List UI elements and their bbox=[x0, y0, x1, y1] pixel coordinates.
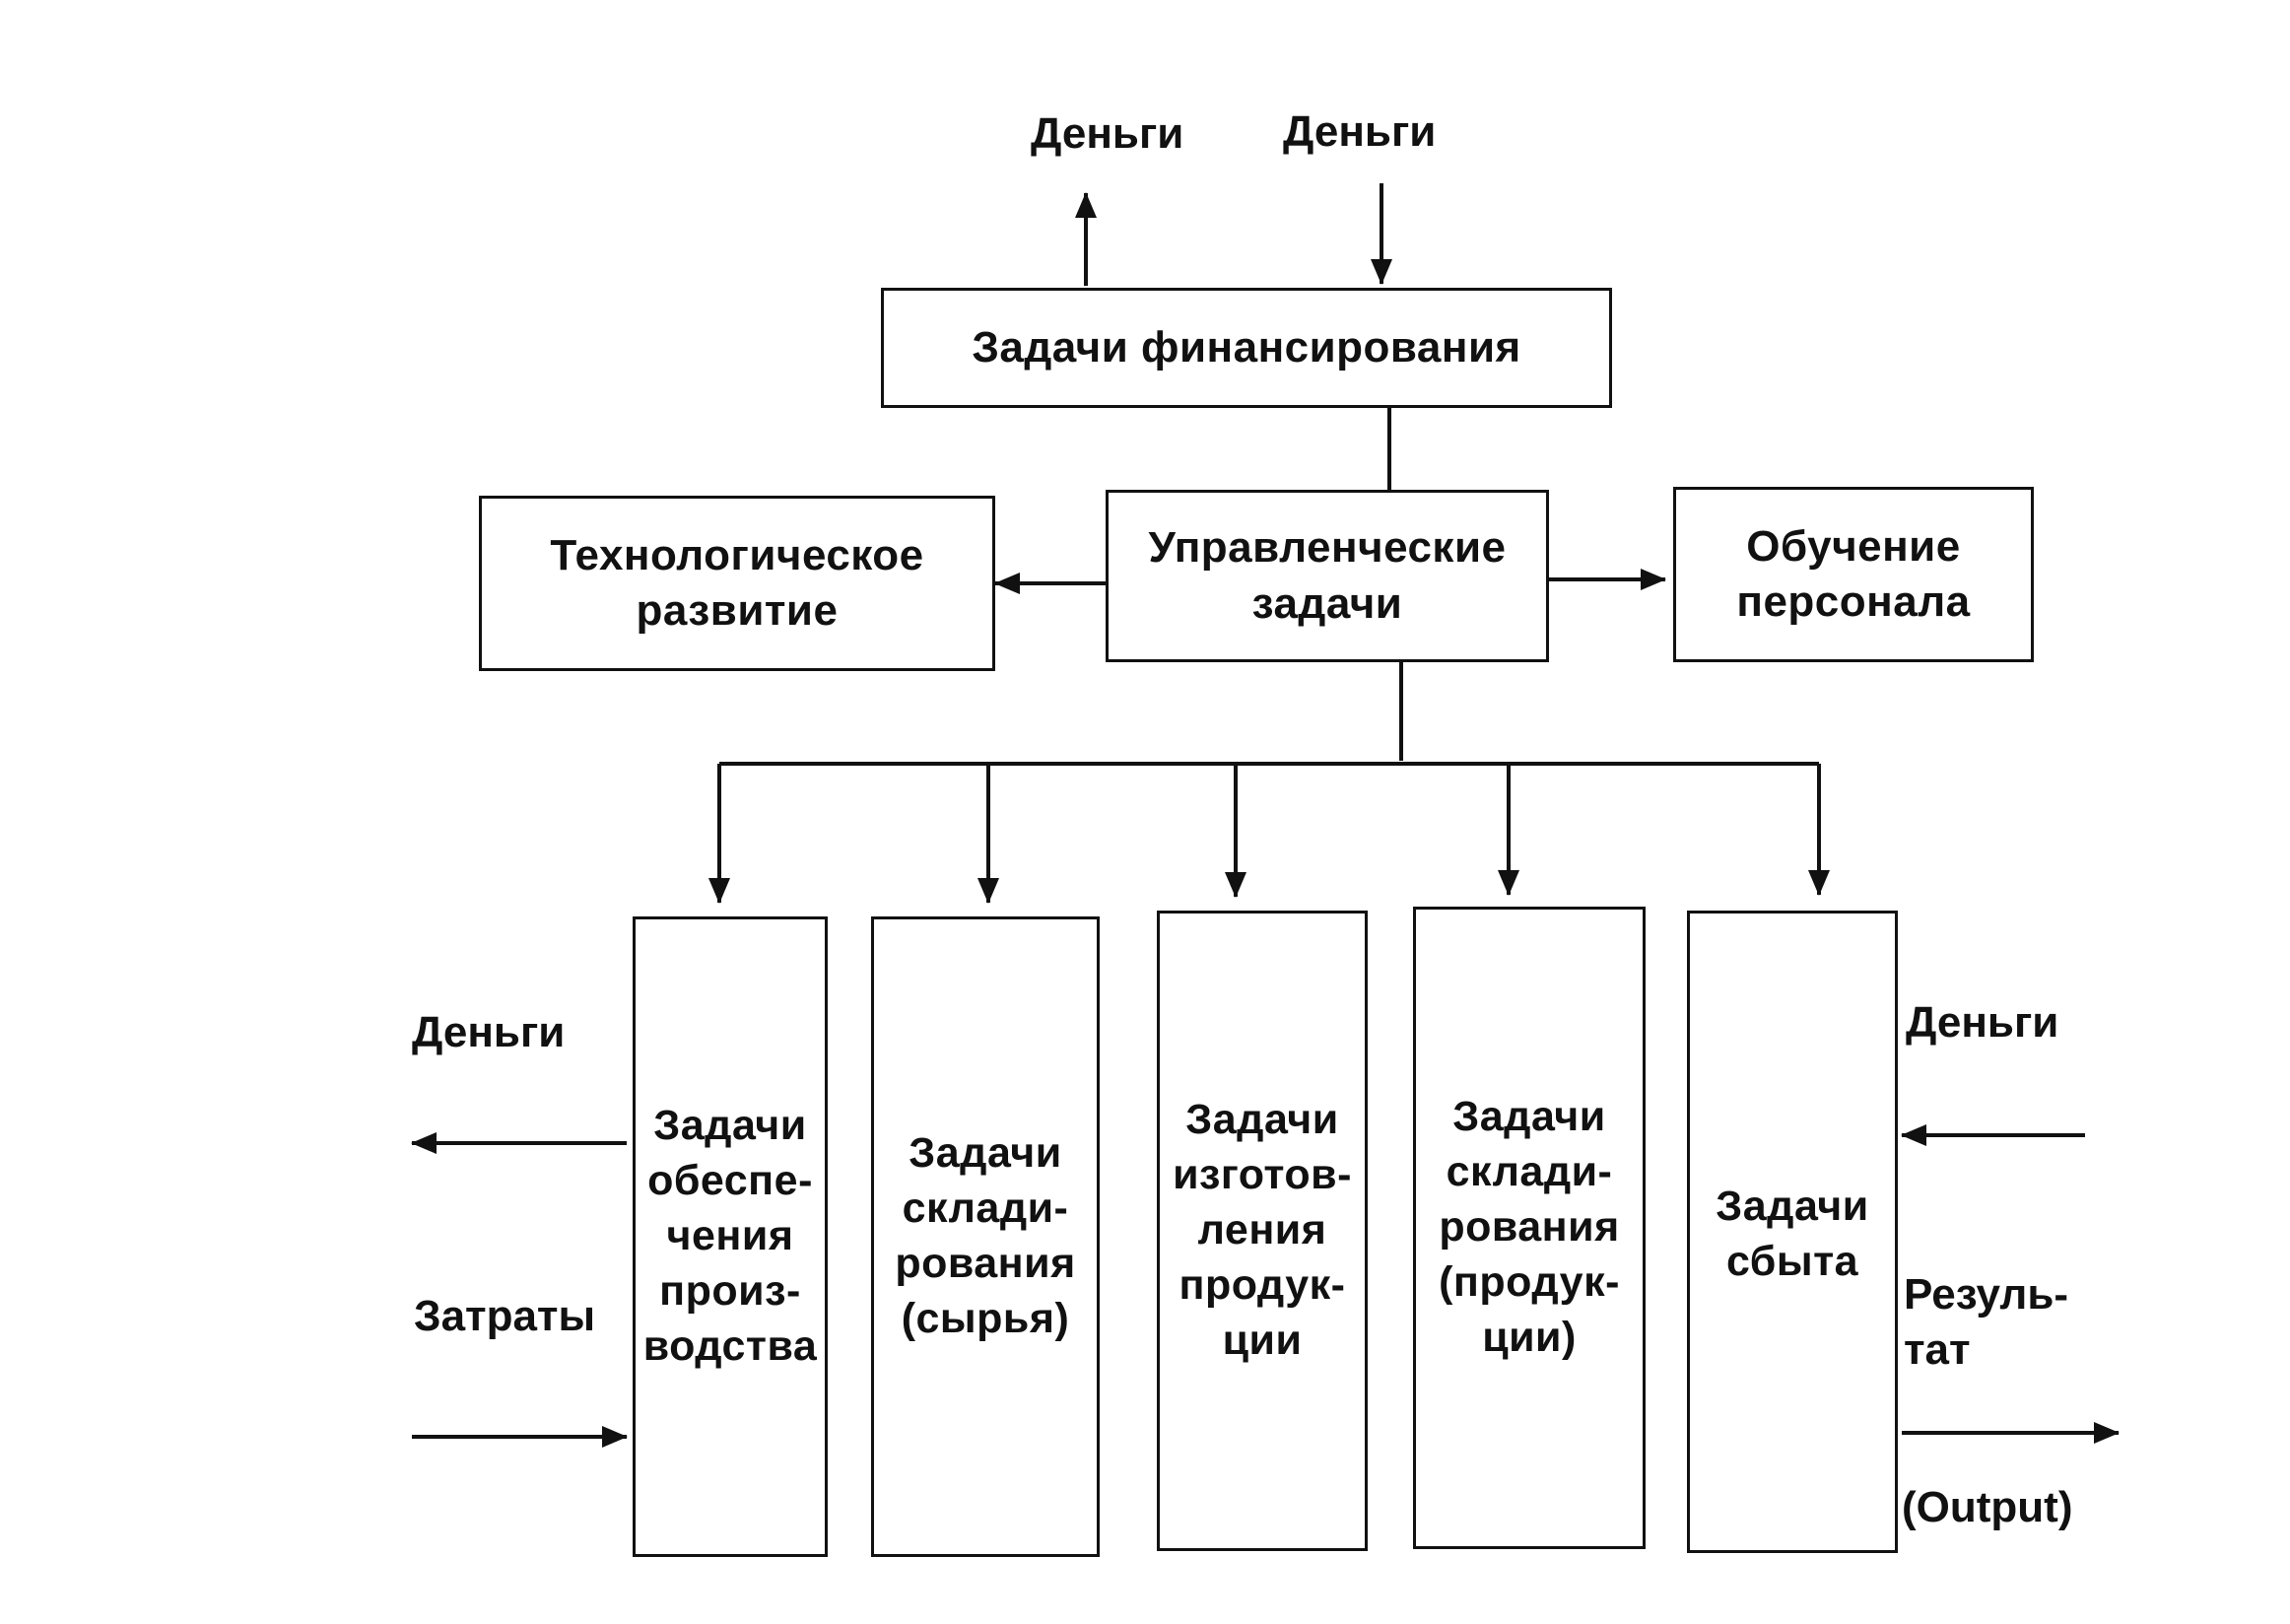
label-left-costs: Затраты bbox=[414, 1292, 596, 1340]
label-money-in: Деньги bbox=[1283, 107, 1437, 156]
box-training-label: Обучение персонала bbox=[1736, 521, 1971, 626]
label-left-money: Деньги bbox=[412, 1008, 566, 1056]
box-financing-label: Задачи финансирования bbox=[972, 322, 1521, 372]
box-product-storage: Задачи склади- рования (продук- ции) bbox=[1413, 907, 1646, 1549]
box-sales: Задачи сбыта bbox=[1687, 911, 1898, 1553]
label-right-money: Деньги bbox=[1906, 998, 2059, 1047]
box-tech-label: Технологическое развитие bbox=[550, 530, 924, 635]
col-4-label: Задачи склади- рования (продук- ции) bbox=[1439, 1093, 1620, 1361]
col-2-label: Задачи склади- рования (сырья) bbox=[895, 1129, 1076, 1342]
box-production-supply: Задачи обеспе- чения произ- водства bbox=[633, 916, 828, 1557]
col-5-label: Задачи сбыта bbox=[1716, 1183, 1869, 1285]
box-raw-storage: Задачи склади- рования (сырья) bbox=[871, 916, 1100, 1557]
label-right-output: (Output) bbox=[1902, 1483, 2073, 1531]
box-management-tasks: Управленческие задачи bbox=[1106, 490, 1549, 662]
box-financing-tasks: Задачи финансирования bbox=[881, 288, 1612, 408]
box-manufacturing: Задачи изготов- ления продук- ции bbox=[1157, 911, 1368, 1551]
box-tech-development: Технологическое развитие bbox=[479, 496, 995, 671]
label-right-result: Резуль- тат bbox=[1904, 1270, 2069, 1375]
col-1-label: Задачи обеспе- чения произ- водства bbox=[642, 1102, 818, 1370]
label-money-out: Деньги bbox=[1031, 109, 1184, 158]
box-staff-training: Обучение персонала bbox=[1673, 487, 2034, 662]
col-3-label: Задачи изготов- ления продук- ции bbox=[1173, 1096, 1352, 1364]
box-management-label: Управленческие задачи bbox=[1148, 523, 1507, 628]
